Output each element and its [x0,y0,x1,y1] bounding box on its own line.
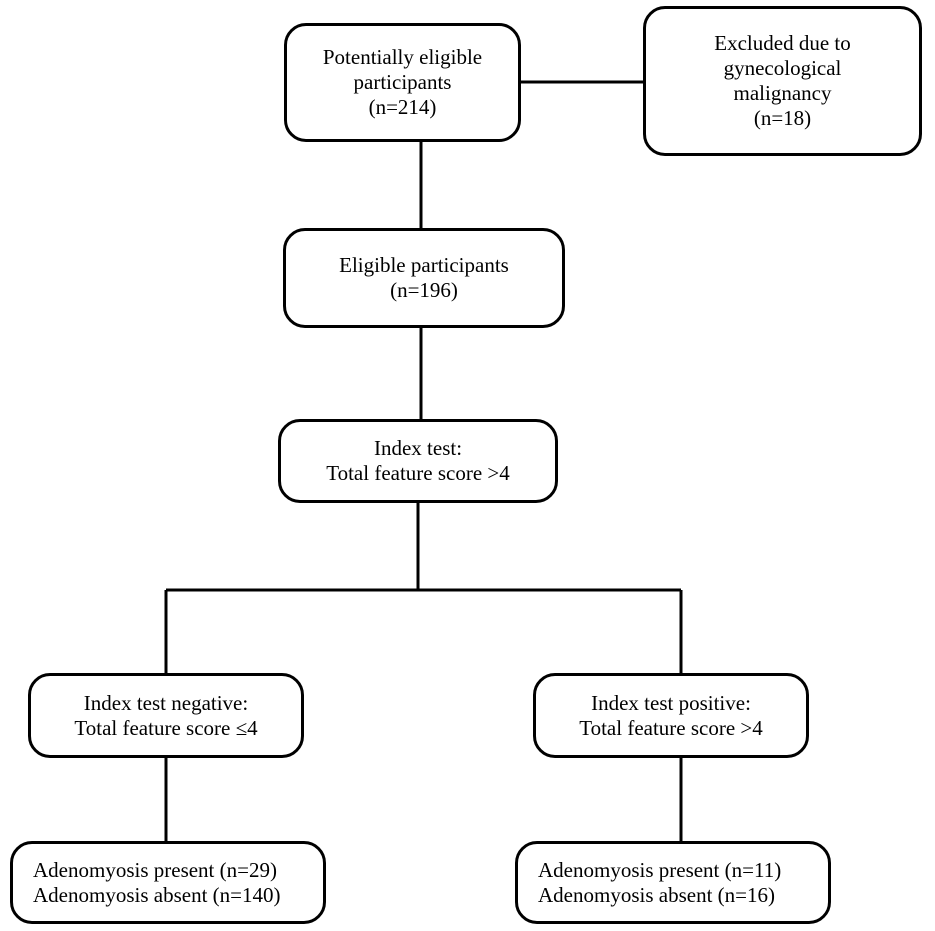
box-text: Excluded due to [714,31,851,55]
box-text: Index test positive: [591,690,751,715]
box-text: Total feature score >4 [579,715,763,740]
box-text: (n=18) [753,106,812,130]
box-text: Potentially eligible [322,45,483,69]
excluded-box: Excluded due to gynecological malignancy… [643,6,922,156]
potentially-eligible-box: Potentially eligible participants (n=214… [284,23,521,142]
box-text: Index test: [373,436,463,460]
box-text: Total feature score >4 [326,461,510,485]
box-text: participants [353,70,452,94]
index-test-box: Index test: Total feature score >4 [278,419,558,503]
box-text: Adenomyosis absent (n=140) [33,882,281,907]
box-text: malignancy [733,81,832,105]
box-text: (n=214) [368,95,437,119]
eligible-participants-box: Eligible participants (n=196) [283,228,565,328]
box-text: (n=196) [390,278,458,302]
positive-outcome-box: Adenomyosis present (n=11) Adenomyosis a… [515,841,831,924]
index-test-negative-box: Index test negative: Total feature score… [28,673,304,758]
box-text: gynecological [723,56,842,80]
box-text: Adenomyosis present (n=29) [33,857,277,882]
negative-outcome-box: Adenomyosis present (n=29) Adenomyosis a… [10,841,326,924]
index-test-positive-box: Index test positive: Total feature score… [533,673,809,758]
box-text: Adenomyosis absent (n=16) [538,882,775,907]
box-text: Eligible participants [339,253,509,277]
box-text: Total feature score ≤4 [74,715,258,740]
box-text: Adenomyosis present (n=11) [538,857,782,882]
box-text: Index test negative: [83,690,249,715]
